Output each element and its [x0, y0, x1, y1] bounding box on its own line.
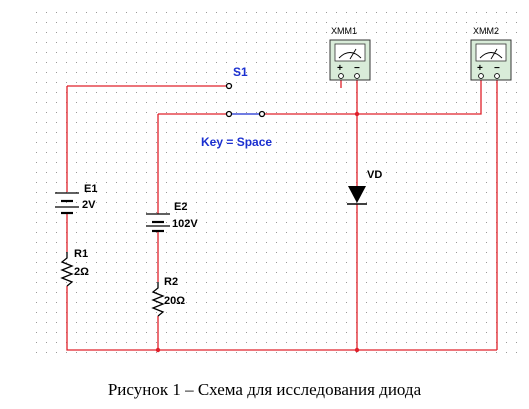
r1-name: R1: [74, 248, 88, 260]
diode-vd: [347, 186, 367, 205]
multimeter-xmm1: [329, 39, 371, 81]
e1-name: E1: [84, 183, 97, 195]
r2-value: 20Ω: [164, 295, 185, 307]
junctions: [155, 111, 360, 353]
r2-name: R2: [164, 276, 178, 288]
xmm2-minus: −: [494, 63, 500, 74]
xmm1-plus: +: [337, 63, 343, 74]
xmm2-plus: +: [477, 63, 483, 74]
multimeter-xmm2: [470, 39, 512, 81]
r1-value: 2Ω: [74, 266, 89, 278]
wires: [66, 80, 498, 351]
battery-e2: [146, 213, 170, 233]
xmm1-label: XMM1: [331, 26, 357, 36]
grid-dots: [36, 12, 517, 353]
xmm1-minus: −: [354, 63, 360, 74]
battery-e1: [55, 192, 79, 215]
switch-s1: [225, 82, 266, 118]
xmm2-label: XMM2: [473, 26, 499, 36]
diode-label: VD: [367, 169, 382, 181]
figure-caption: Рисунок 1 – Схема для исследования диода: [107, 380, 422, 399]
e2-value: 102V: [172, 218, 198, 230]
switch-label: S1: [233, 65, 248, 79]
e1-value: 2V: [82, 199, 96, 211]
resistor-r2: [151, 282, 165, 317]
e2-name: E2: [174, 201, 187, 213]
resistor-r1: [60, 252, 74, 287]
switch-key-label: Key = Space: [201, 135, 272, 149]
